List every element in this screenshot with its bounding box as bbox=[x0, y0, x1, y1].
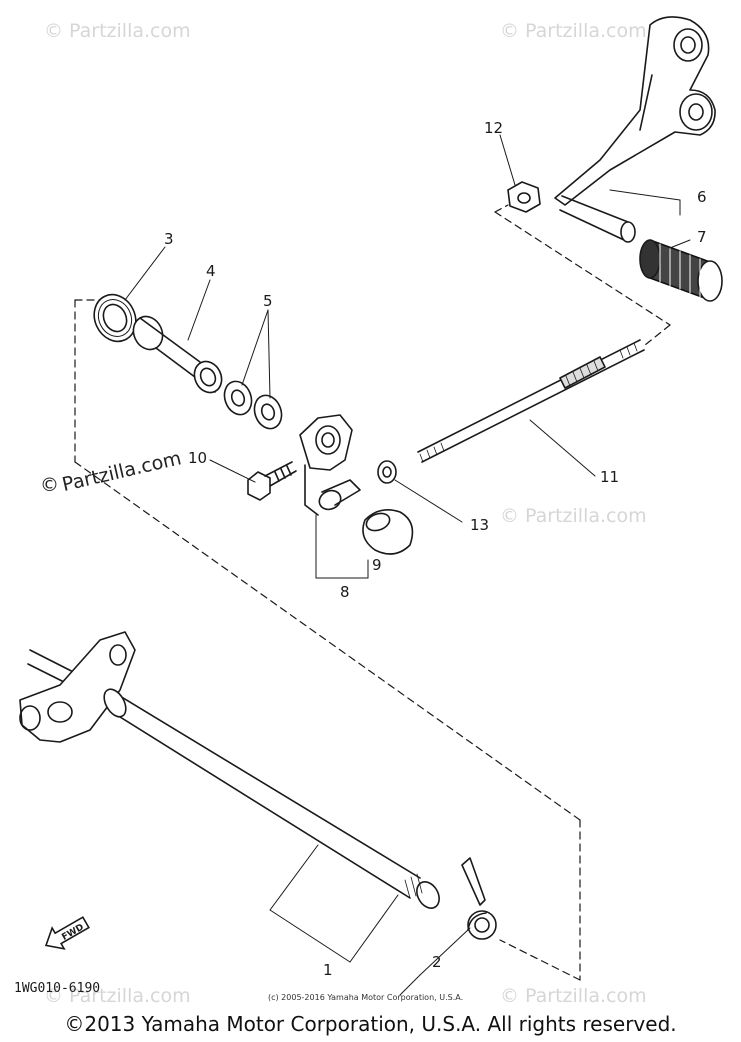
part-shift-arm bbox=[299, 414, 361, 516]
callout-8: 8 bbox=[340, 583, 350, 601]
diagram-code: 1WG010-6190 bbox=[14, 981, 101, 996]
part-bearings bbox=[223, 380, 283, 430]
part-shift-shaft bbox=[19, 631, 440, 909]
part-pedal-rubber bbox=[639, 239, 723, 302]
watermark-top-right: © Partzilla.com bbox=[500, 20, 647, 42]
callout-9: 9 bbox=[372, 556, 382, 574]
callout-labels: 3 4 5 10 12 6 7 11 13 9 8 1 2 bbox=[164, 119, 707, 979]
part-stopper-lever bbox=[461, 857, 497, 940]
assembly-dash-outline bbox=[74, 204, 671, 981]
callout-11: 11 bbox=[600, 468, 619, 486]
part-tie-rod bbox=[417, 339, 645, 463]
callout-13: 13 bbox=[470, 516, 489, 534]
part-bolt bbox=[247, 461, 297, 501]
callout-10: 10 bbox=[188, 449, 207, 467]
watermark-bottom-right: © Partzilla.com bbox=[500, 985, 647, 1007]
callout-7: 7 bbox=[697, 228, 707, 246]
footer-copyright: ©2013 Yamaha Motor Corporation, U.S.A. A… bbox=[64, 1012, 677, 1036]
part-collar bbox=[132, 315, 223, 394]
part-shift-pedal bbox=[554, 16, 716, 206]
part-rubber-boot bbox=[362, 509, 414, 555]
callout-4: 4 bbox=[206, 262, 216, 280]
leader-lines bbox=[124, 134, 691, 996]
callout-2: 2 bbox=[432, 953, 442, 971]
callout-12: 12 bbox=[484, 119, 503, 137]
fwd-arrow-icon: FWD bbox=[44, 916, 90, 950]
small-copyright: (c) 2005-2016 Yamaha Motor Corporation, … bbox=[268, 993, 464, 1002]
part-washer bbox=[377, 460, 397, 484]
callout-3: 3 bbox=[164, 230, 174, 248]
part-nut bbox=[507, 181, 541, 213]
watermark-top-left: © Partzilla.com bbox=[44, 20, 191, 42]
partzilla-symbol: © bbox=[40, 474, 59, 496]
callout-6: 6 bbox=[697, 188, 707, 206]
callout-5: 5 bbox=[263, 292, 273, 310]
watermark-bottom-left: © Partzilla.com bbox=[44, 985, 191, 1007]
part-pedal-pin bbox=[559, 195, 636, 243]
watermark-mid-right: © Partzilla.com bbox=[500, 505, 647, 527]
callout-1: 1 bbox=[323, 961, 333, 979]
part-oil-seal bbox=[93, 293, 137, 343]
partzilla-label: © Partzilla.com bbox=[40, 447, 187, 496]
